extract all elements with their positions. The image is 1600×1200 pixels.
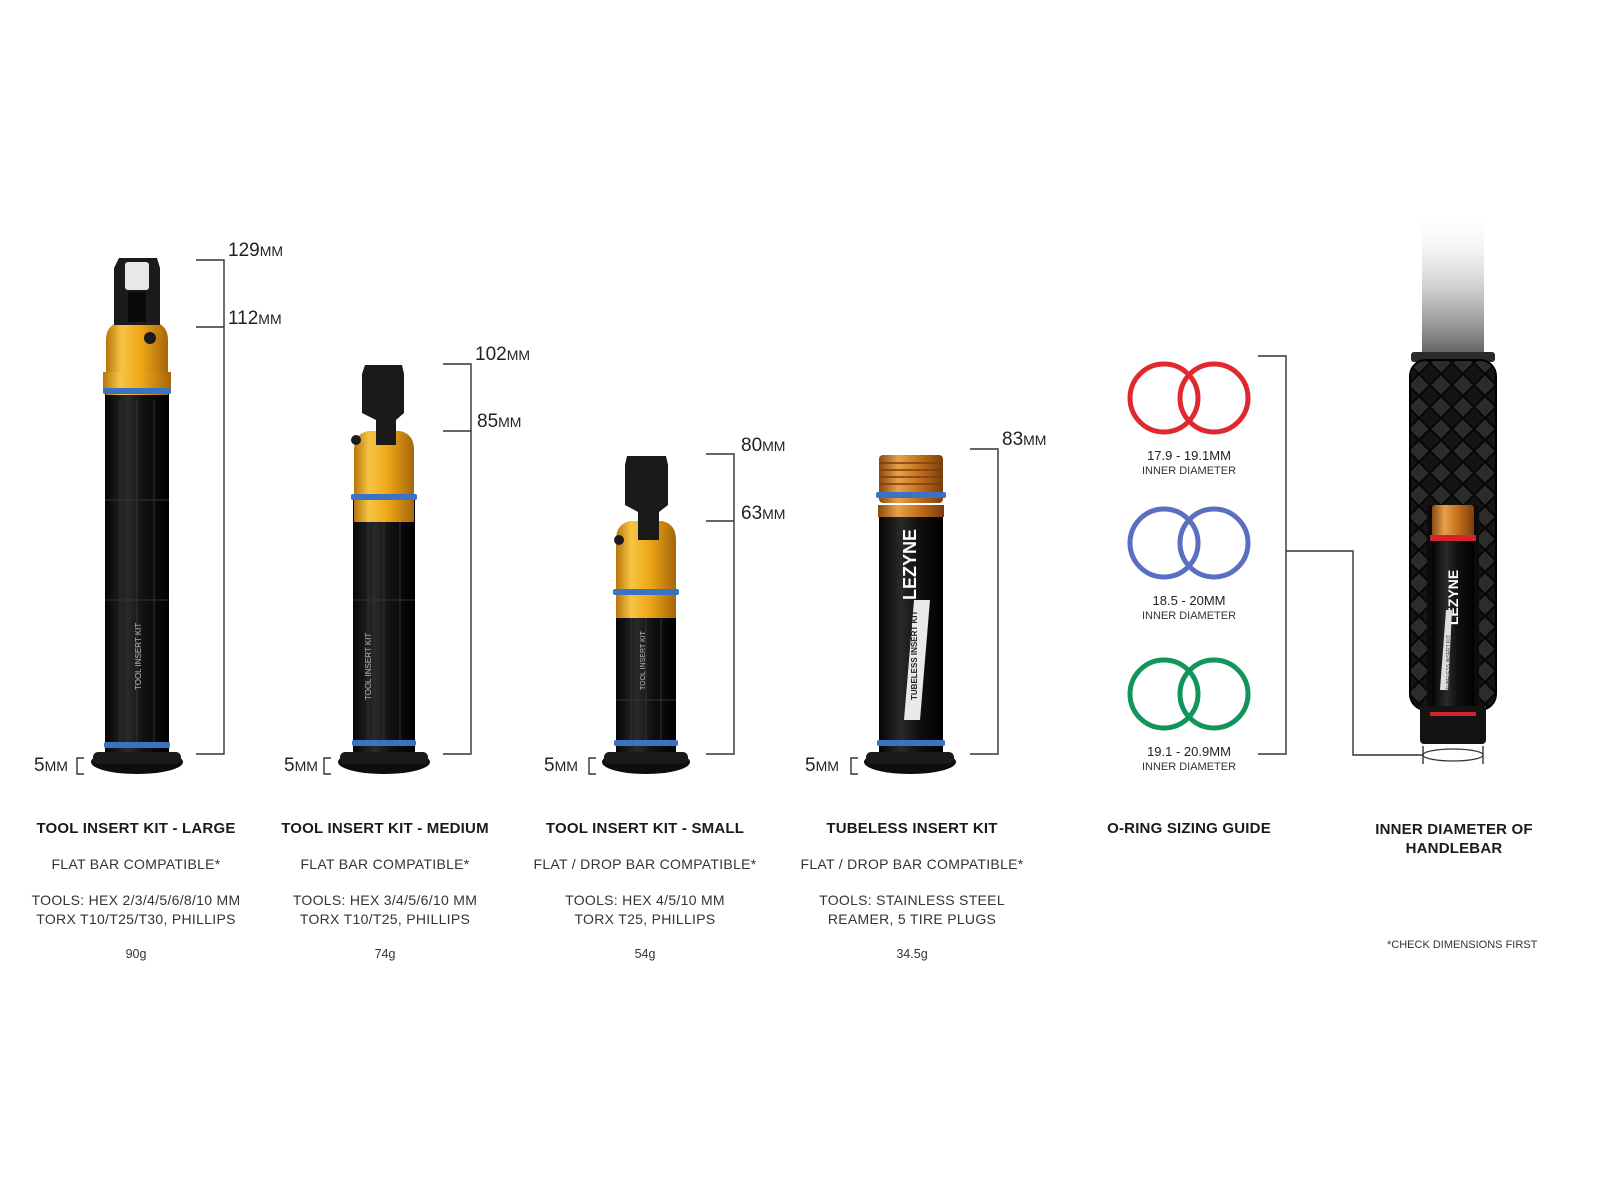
tool-insert-large-illustration: TOOL INSERT KIT <box>91 258 183 774</box>
tools-line: REAMER, 5 TIRE PLUGS <box>827 911 997 927</box>
product-title-medium: TOOL INSERT KIT - MEDIUM <box>281 820 489 837</box>
oring-guide-title: O-RING SIZING GUIDE <box>1107 820 1271 837</box>
dim-large-top: 129MM <box>228 240 284 261</box>
product-tools-small: TOOLS: HEX 4/5/10 MM TORX T25, PHILLIPS <box>565 891 725 929</box>
dim-tubeless-top: 83MM <box>1002 429 1047 450</box>
check-dimensions-note: *CHECK DIMENSIONS FIRST <box>1387 939 1538 951</box>
product-tools-large: TOOLS: HEX 2/3/4/5/6/8/10 MM TORX T10/T2… <box>32 891 241 929</box>
tools-line: TOOLS: HEX 2/3/4/5/6/8/10 MM <box>31 892 241 908</box>
svg-text:TOOL INSERT KIT: TOOL INSERT KIT <box>640 630 647 690</box>
product-weight-large: 90g <box>125 947 147 961</box>
dim-medium-mid: 85MM <box>477 411 522 432</box>
dim-large-base: 5MM <box>34 755 68 776</box>
oring-red <box>1127 361 1251 435</box>
dim-medium-base: 5MM <box>284 755 318 776</box>
product-compat-medium: FLAT BAR COMPATIBLE* <box>300 856 470 872</box>
tubeless-insert-illustration: TUBELESS INSERT KIT LEZYNE <box>864 455 956 774</box>
tools-line: TOOLS: HEX 3/4/5/6/10 MM <box>292 892 478 908</box>
svg-text:TOOL INSERT KIT: TOOL INSERT KIT <box>134 623 143 690</box>
tools-line: TORX T10/T25/T30, PHILLIPS <box>36 911 236 927</box>
oring-blue <box>1127 506 1251 580</box>
tools-line: TORX T10/T25, PHILLIPS <box>299 911 471 927</box>
product-tools-tubeless: TOOLS: STAINLESS STEEL REAMER, 5 TIRE PL… <box>819 891 1005 929</box>
product-title-tubeless: TUBELESS INSERT KIT <box>826 820 998 837</box>
oring-size: 19.1 - 20.9MM <box>1147 744 1231 759</box>
oring-inner-label: INNER DIAMETER <box>1141 465 1237 477</box>
dim-small-base: 5MM <box>544 755 578 776</box>
handlebar-illustration: LEZYNE TUBELESS INSERT KIT <box>1409 210 1497 764</box>
handlebar-title: INNER DIAMETER OF HANDLEBAR <box>1375 820 1533 858</box>
oring-caption-blue: 18.5 - 20MM INNER DIAMETER <box>1142 593 1236 622</box>
product-compat-large: FLAT BAR COMPATIBLE* <box>51 856 221 872</box>
product-weight-medium: 74g <box>374 947 396 961</box>
oring-size: 17.9 - 19.1MM <box>1147 448 1231 463</box>
tool-insert-small-illustration: TOOL INSERT KIT <box>602 456 690 774</box>
product-compat-small: FLAT / DROP BAR COMPATIBLE* <box>533 856 757 872</box>
dim-tubeless-base: 5MM <box>805 755 839 776</box>
handlebar-title-line: INNER DIAMETER OF <box>1375 821 1533 838</box>
oring-green <box>1127 657 1251 731</box>
oring-inner-label: INNER DIAMETER <box>1141 761 1237 773</box>
svg-text:TUBELESS INSERT KIT: TUBELESS INSERT KIT <box>1446 635 1452 690</box>
svg-text:TUBELESS INSERT KIT: TUBELESS INSERT KIT <box>910 611 919 700</box>
product-weight-tubeless: 34.5g <box>896 947 928 961</box>
dimension-lines <box>76 259 1423 775</box>
svg-text:TOOL INSERT KIT: TOOL INSERT KIT <box>364 633 373 700</box>
tool-insert-medium-illustration: TOOL INSERT KIT <box>338 365 430 774</box>
svg-text:LEZYNE: LEZYNE <box>900 529 920 600</box>
oring-caption-green: 19.1 - 20.9MM INNER DIAMETER <box>1142 744 1236 773</box>
oring-inner-label: INNER DIAMETER <box>1141 610 1237 622</box>
tools-line: TORX T25, PHILLIPS <box>574 911 716 927</box>
dim-small-top: 80MM <box>741 435 786 456</box>
product-weight-small: 54g <box>634 947 656 961</box>
product-compat-tubeless: FLAT / DROP BAR COMPATIBLE* <box>800 856 1024 872</box>
oring-caption-red: 17.9 - 19.1MM INNER DIAMETER <box>1142 448 1236 477</box>
product-tools-medium: TOOLS: HEX 3/4/5/6/10 MM TORX T10/T25, P… <box>293 891 477 929</box>
dim-small-mid: 63MM <box>741 503 786 524</box>
product-title-large: TOOL INSERT KIT - LARGE <box>36 820 236 837</box>
product-title-small: TOOL INSERT KIT - SMALL <box>545 820 745 837</box>
dim-large-mid: 112MM <box>228 308 282 329</box>
tools-line: TOOLS: STAINLESS STEEL <box>819 892 1005 908</box>
dim-medium-top: 102MM <box>475 344 531 365</box>
handlebar-title-line: HANDLEBAR <box>1405 840 1503 857</box>
tools-line: TOOLS: HEX 4/5/10 MM <box>565 892 725 908</box>
oring-size: 18.5 - 20MM <box>1152 593 1226 608</box>
